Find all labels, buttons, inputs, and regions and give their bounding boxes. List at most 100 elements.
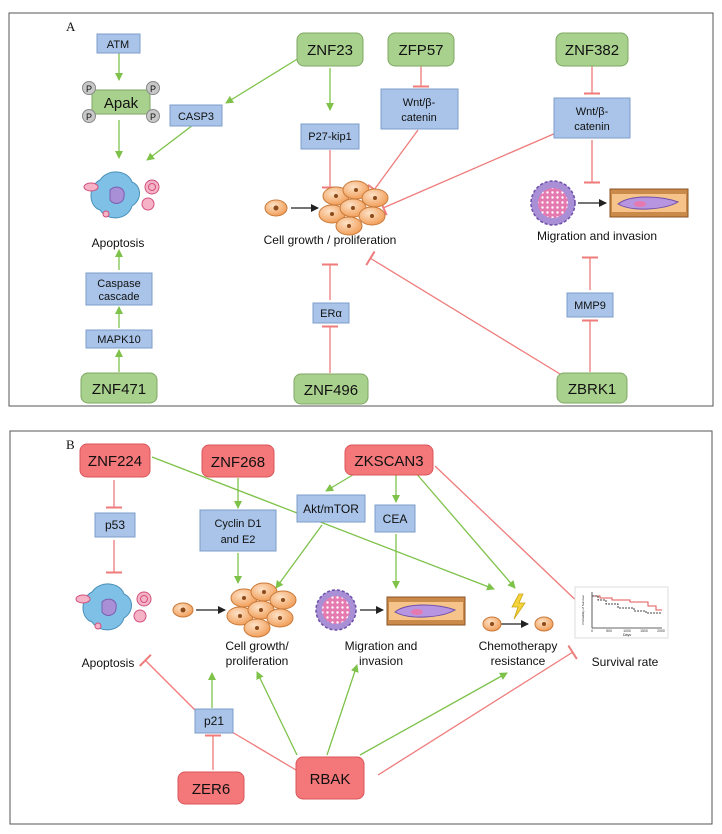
survival-xtick-0: 0 xyxy=(591,629,593,633)
svg-text:MAPK10: MAPK10 xyxy=(97,334,140,346)
outcome-migration-b-line1: Migration and xyxy=(345,639,418,653)
gene-znf496: ZNF496 xyxy=(293,373,369,405)
node-p21: p21 xyxy=(194,708,234,734)
svg-text:ZNF268: ZNF268 xyxy=(211,454,265,471)
outcome-migration-a: Migration and invasion xyxy=(537,229,657,243)
gene-znf23: ZNF23 xyxy=(296,32,364,67)
panel-a-process-arrows xyxy=(291,199,607,212)
outcome-apoptosis-a: Apoptosis xyxy=(92,236,145,250)
node-cea: CEA xyxy=(374,504,416,533)
gene-zer6: ZER6 xyxy=(177,771,245,805)
gene-znf224: ZNF224 xyxy=(79,443,151,478)
svg-text:ZNF496: ZNF496 xyxy=(304,382,358,399)
survival-xtick-1: 500 xyxy=(606,629,612,633)
panel-b-process-arrows xyxy=(196,606,529,628)
gene-znf471: ZNF471 xyxy=(80,372,158,404)
svg-text:MMP9: MMP9 xyxy=(574,300,606,312)
svg-text:ERα: ERα xyxy=(320,308,342,320)
lightning-icon xyxy=(511,593,526,620)
svg-text:ZER6: ZER6 xyxy=(192,781,230,798)
inhibit-wnt-growth-2 xyxy=(379,125,573,216)
svg-text:CASP3: CASP3 xyxy=(178,111,214,123)
gene-zkscan3: ZKSCAN3 xyxy=(344,444,434,476)
arrow-rbak-chemo xyxy=(359,672,508,756)
panel-a-frame xyxy=(8,12,714,407)
gene-zfp57: ZFP57 xyxy=(387,32,455,67)
arrow-casp3-apoptosis xyxy=(146,124,194,161)
arrow-akt-growth xyxy=(275,524,323,589)
survival-xtick-4: 2000 xyxy=(657,629,665,633)
svg-text:and E2: and E2 xyxy=(221,534,256,546)
inhibit-zkscan3-survival xyxy=(434,465,590,615)
link-p21-rbak xyxy=(231,731,297,771)
gene-znf268: ZNF268 xyxy=(201,444,275,478)
svg-text:Apak: Apak xyxy=(104,95,139,112)
single-cell-icon xyxy=(264,199,288,217)
arrow-rbak-growth xyxy=(256,671,298,756)
outcome-growth-b-line1: Cell growth/ xyxy=(225,639,289,653)
svg-text:ATM: ATM xyxy=(107,39,129,51)
node-cyclin: Cyclin D1 and E2 xyxy=(199,509,277,552)
svg-text:p53: p53 xyxy=(105,518,125,532)
svg-text:ZKSCAN3: ZKSCAN3 xyxy=(354,453,423,470)
apoptosis-cell-illustration-b xyxy=(75,583,152,631)
panel-b-inhibition-lines xyxy=(106,465,590,776)
node-apak: Apak P P P P xyxy=(82,81,160,123)
node-caspase-cascade: Caspase cascade xyxy=(85,272,153,306)
svg-text:P27-kip1: P27-kip1 xyxy=(308,131,351,143)
outcome-apoptosis-b: Apoptosis xyxy=(82,656,135,670)
svg-text:P: P xyxy=(86,84,92,94)
panel-a-letter: A xyxy=(66,19,76,34)
svg-text:cascade: cascade xyxy=(99,291,140,303)
node-mmp9: MMP9 xyxy=(566,292,614,318)
outcome-migration-b-line2: invasion xyxy=(359,654,403,668)
svg-text:ZNF471: ZNF471 xyxy=(92,381,146,398)
node-atm: ATM xyxy=(96,33,141,54)
svg-text:Caspase: Caspase xyxy=(97,278,140,290)
inhibit-rbak-survival xyxy=(377,644,578,776)
cell-cluster-illustration xyxy=(318,180,389,236)
invasive-cell-illustration-b xyxy=(315,589,357,631)
arrow-zkscan3-akt xyxy=(325,472,357,492)
svg-text:Wnt/β-: Wnt/β- xyxy=(576,106,609,118)
svg-text:ZNF382: ZNF382 xyxy=(565,42,619,59)
gene-znf382: ZNF382 xyxy=(555,32,629,67)
panel-b-letter: B xyxy=(66,437,75,452)
inhibit-p21-apoptosis xyxy=(138,653,197,712)
survival-plot-ylabel: Probability of Survival xyxy=(581,595,585,624)
vessel-illustration-b xyxy=(386,596,466,626)
svg-text:CEA: CEA xyxy=(383,512,408,526)
panel-b-frame xyxy=(9,430,713,825)
svg-text:ZNF23: ZNF23 xyxy=(307,42,353,59)
outcome-growth-a: Cell growth / proliferation xyxy=(264,233,397,247)
single-cell-icon-b xyxy=(172,602,194,618)
chemo-cell-icons xyxy=(482,616,554,632)
survival-plot-xlabel: Days xyxy=(623,633,631,637)
node-wnt-znf382: Wnt/β- catenin xyxy=(553,97,631,139)
node-era: ERα xyxy=(312,302,350,324)
svg-text:ZBRK1: ZBRK1 xyxy=(568,381,616,398)
outcome-chemo-line1: Chemotherapy xyxy=(479,639,558,653)
survival-xtick-3: 1500 xyxy=(640,629,648,633)
inhibit-wnt-growth xyxy=(367,129,419,196)
node-mapk10: MAPK10 xyxy=(85,329,153,349)
svg-text:P: P xyxy=(150,84,156,94)
node-wnt-zfp57: Wnt/β- catenin xyxy=(380,88,459,130)
inhibit-zbrk1-growth xyxy=(365,250,561,375)
panel-a-activation-arrows xyxy=(115,53,334,372)
panel-b-activation-arrows xyxy=(151,456,516,756)
outcome-growth-b-line2: proliferation xyxy=(226,654,289,668)
arrow-zkscan3-chemo xyxy=(414,471,516,589)
arrow-rbak-migration xyxy=(326,664,359,756)
gene-rbak: RBAK xyxy=(295,756,365,800)
svg-text:RBAK: RBAK xyxy=(310,771,351,788)
node-p27: P27-kip1 xyxy=(300,123,360,150)
outcome-survival: Survival rate xyxy=(592,655,659,669)
gene-zbrk1: ZBRK1 xyxy=(556,372,628,404)
svg-text:Akt/mTOR: Akt/mTOR xyxy=(303,502,359,516)
outcome-chemo-line2: resistance xyxy=(491,654,546,668)
node-p53: p53 xyxy=(94,512,136,538)
invasive-cell-illustration xyxy=(530,180,576,226)
phospho-badges: P P P P xyxy=(82,81,160,123)
